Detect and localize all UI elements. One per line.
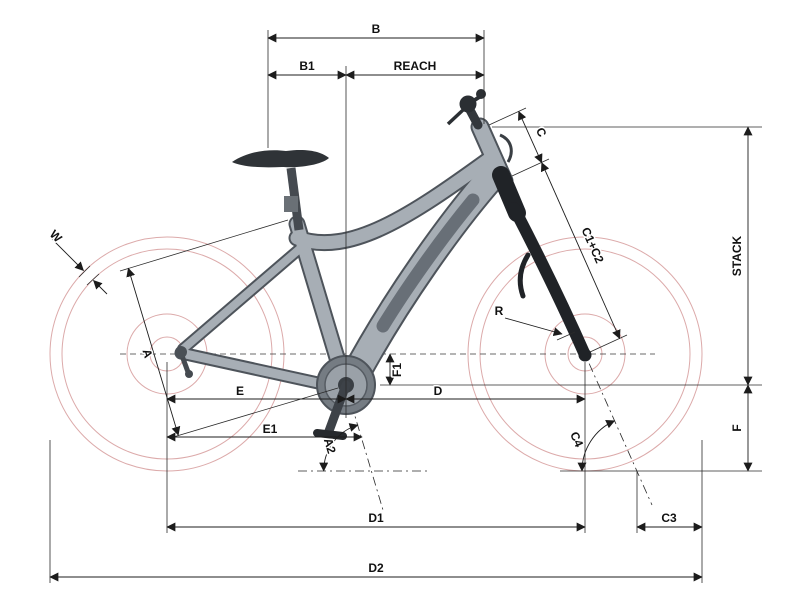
top-tube — [290, 153, 495, 250]
dimension-c3: C3 — [636, 510, 703, 532]
dimension-c1c2-label: C1+C2 — [578, 225, 606, 265]
dimension-d2-label: D2 — [368, 561, 384, 575]
tick-front-axle — [589, 334, 628, 353]
dimension-r-label: R — [495, 304, 504, 318]
dimension-b1-label: B1 — [299, 59, 315, 73]
battery — [376, 193, 480, 333]
dimension-f: F — [729, 384, 753, 472]
dimension-e1-label: E1 — [263, 422, 278, 436]
dimension-d: D — [345, 383, 586, 404]
dimension-b-label: B — [372, 22, 381, 36]
dimension-f-label: F — [730, 424, 744, 431]
brake-cable — [499, 133, 513, 163]
rear-dropout — [175, 346, 187, 358]
dimension-e-label: E — [236, 384, 244, 398]
dimension-c4-label: C4 — [567, 430, 586, 450]
dimension-a: A — [126, 267, 181, 436]
saddle-assembly — [232, 149, 329, 231]
dimension-w-label: W — [47, 227, 65, 245]
dimension-e: E — [166, 383, 347, 404]
dimension-c-label: C — [533, 125, 549, 139]
tick-tire-outer — [78, 265, 91, 278]
seatstay — [179, 242, 307, 353]
dimension-a2-label: A2 — [321, 436, 339, 455]
fork-arch — [517, 252, 531, 299]
tick-tire-inner — [86, 273, 100, 286]
front-dropout — [578, 348, 592, 362]
dimension-w: W — [45, 226, 108, 295]
dimension-stack: STACK — [729, 126, 753, 386]
ext-a-top — [119, 219, 289, 272]
dimension-c: C — [518, 110, 551, 164]
brake-lever — [446, 108, 465, 126]
dimension-d1: D1 — [166, 510, 586, 532]
ext-a-bottom — [169, 387, 339, 439]
dimension-r: R — [493, 303, 563, 337]
handlebar-assembly — [446, 89, 513, 163]
handlebar-grip — [459, 95, 477, 113]
dimension-c3-label: C3 — [661, 511, 677, 525]
dimension-reach-label: REACH — [394, 59, 437, 73]
seat-tube-axis-line — [296, 221, 384, 511]
frame-outline — [174, 117, 514, 398]
bike-illustration — [174, 89, 592, 440]
tick-fork-crown — [511, 158, 550, 177]
stem — [465, 105, 483, 130]
tick-head-top — [488, 107, 527, 126]
dimension-d2: D2 — [49, 560, 703, 582]
fork — [492, 166, 592, 362]
derailleur-pulley — [185, 370, 193, 378]
bell — [476, 89, 486, 99]
dimension-f1: F1 — [385, 353, 406, 386]
dimension-b: B — [267, 21, 485, 43]
dimension-a2: A2 — [319, 423, 359, 472]
dimension-c4: C4 — [566, 420, 616, 472]
dimension-c1c2: C1+C2 — [540, 162, 621, 340]
dimension-reach: REACH — [345, 58, 485, 80]
saddle — [232, 149, 329, 168]
dimension-d-label: D — [434, 384, 443, 398]
dimension-d1-label: D1 — [368, 511, 384, 525]
dimension-stack-label: STACK — [730, 235, 744, 276]
dimension-f1-label: F1 — [390, 363, 404, 377]
seatpost-collar — [284, 196, 298, 212]
dimension-b1: B1 — [267, 58, 347, 80]
dimension-a-label: A — [140, 347, 156, 360]
